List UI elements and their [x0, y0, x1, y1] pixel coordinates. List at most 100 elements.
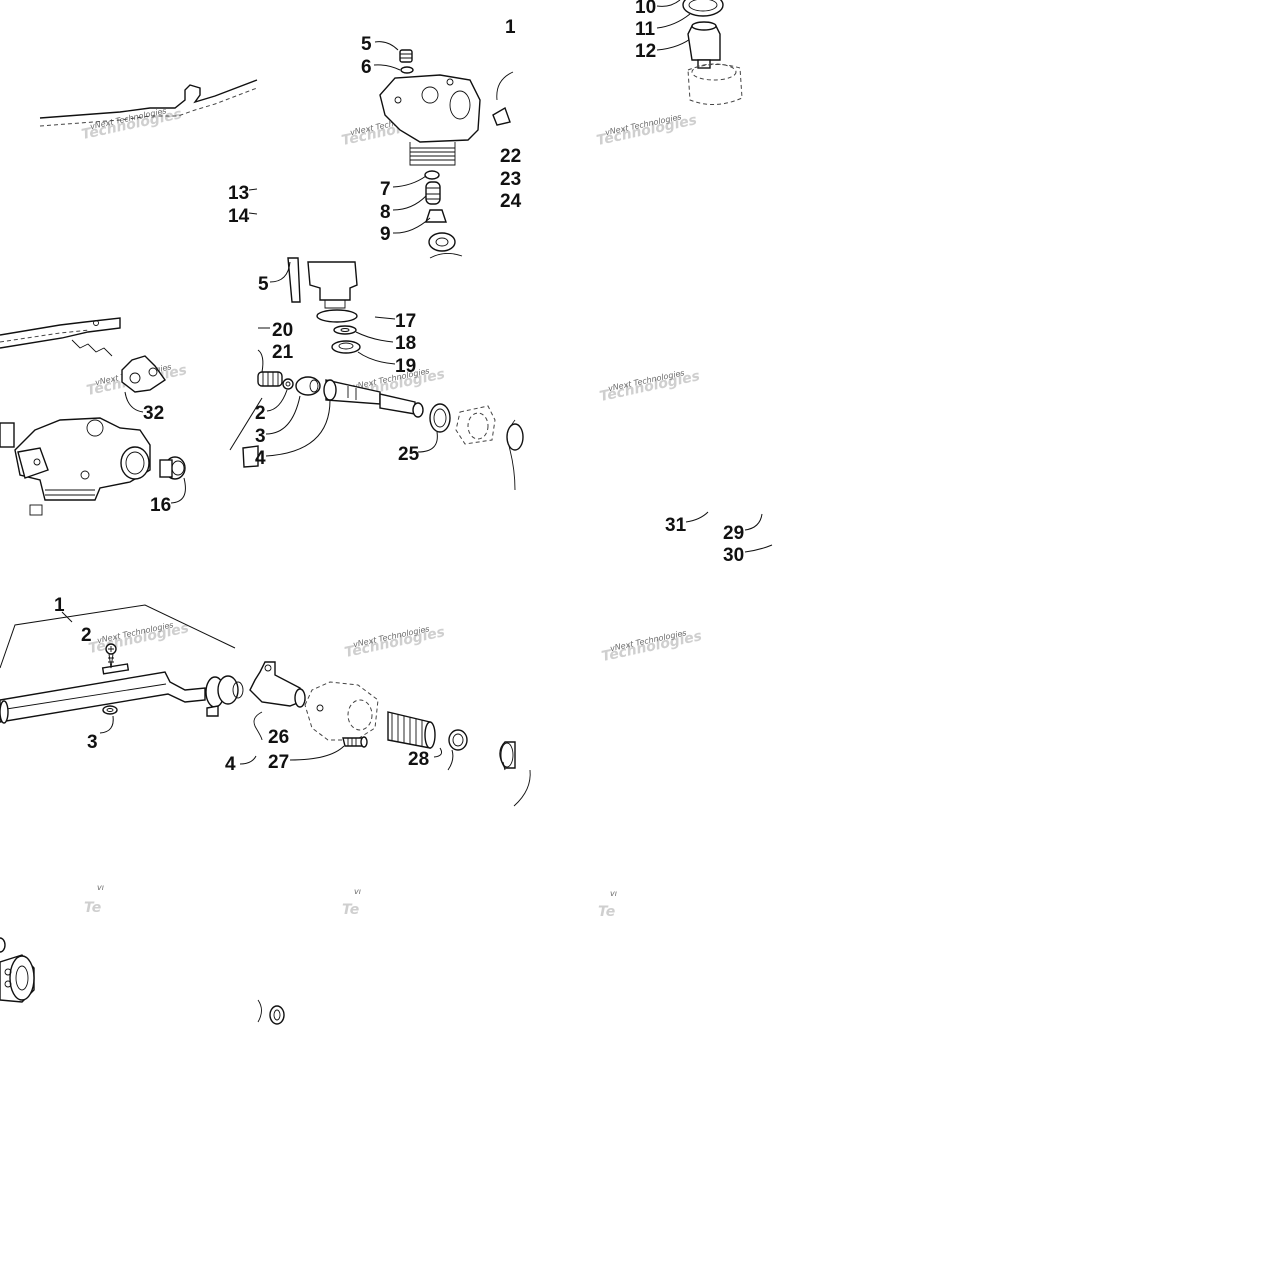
callout-25: 25: [398, 444, 420, 465]
watermark: Technologies vNext Technologies: [87, 620, 190, 657]
callout-12: 12: [635, 41, 656, 62]
control-rod: [0, 317, 121, 349]
pivot-line: [229, 397, 263, 451]
callout-6: 6: [361, 57, 372, 78]
ring-inner: [452, 733, 464, 747]
bracket-32: [121, 355, 166, 393]
bracket-hole: [148, 367, 158, 377]
watermark-partial-line1: vı: [610, 889, 617, 898]
watermark: Technologies vNext Technologies: [595, 112, 698, 149]
tile-row-2: [0, 257, 773, 553]
callout-13: 13: [228, 183, 249, 204]
assembly-bracket: [0, 604, 236, 669]
washer-18: [333, 325, 357, 335]
tile-row-3: [0, 604, 531, 807]
fitting-stem: [324, 300, 346, 309]
watermark: Technologies vNext Technologies: [598, 368, 701, 405]
callout-27: 27: [268, 752, 289, 773]
control-rod-dash: [0, 329, 91, 343]
leader-lines-row3: [99, 715, 506, 771]
watermark-partial-line2: Te: [84, 900, 101, 916]
washer-19-inner: [338, 342, 354, 350]
watermark-partial-line1: vı: [354, 887, 361, 896]
cable-5: [287, 257, 301, 303]
throttle-housing: [0, 417, 151, 516]
callout-11: 11: [635, 19, 656, 40]
screw-2: [105, 643, 117, 669]
watermark-partial: vı Te vı Te vı Te: [84, 883, 617, 920]
plug-part: [399, 49, 414, 74]
snap-ring-inner: [273, 1009, 281, 1021]
washer-17: [316, 309, 358, 323]
callout-10: 10: [635, 0, 656, 18]
yoke-end: [294, 688, 306, 708]
valve-body: [379, 74, 481, 166]
watermark-partial-line2: Te: [342, 902, 359, 918]
watermark-partial-line2: Te: [598, 904, 615, 920]
fitting-cone: [492, 106, 511, 126]
rod-spring: [71, 339, 113, 357]
watermark: Technologies vNext Technologies: [80, 106, 183, 143]
watermark: Technologies vNext Technologies: [600, 628, 703, 665]
callout-3: 3: [87, 732, 98, 753]
callout-labels: 5 6 1 13 14 7 8 9 22 23 24 10 11 12 5 20…: [54, 0, 744, 775]
callout-17: 17: [395, 311, 416, 332]
callout-24: 24: [500, 191, 522, 212]
callout-5: 5: [361, 34, 372, 55]
stacked-parts: [424, 170, 463, 259]
callout-22: 22: [500, 146, 521, 167]
cable-curve: [513, 769, 531, 807]
callout-19: 19: [395, 356, 416, 377]
callout-21: 21: [272, 342, 294, 363]
washer-19: [331, 340, 361, 354]
watermark-group: Technologies vNext Technologies Technolo…: [80, 106, 703, 920]
small-ring: [0, 937, 6, 953]
callout-4: 4: [255, 448, 266, 469]
clip-26: [253, 711, 263, 741]
callout-31: 31: [665, 515, 687, 536]
callout-29: 29: [723, 523, 744, 544]
callout-30: 30: [723, 545, 744, 566]
watermark: Technologies vNext Technologies: [343, 624, 446, 661]
callout-14: 14: [228, 206, 250, 227]
tile-row-1: [39, 0, 743, 259]
bracket-hole: [129, 372, 141, 384]
fitting-body: [307, 261, 358, 301]
clip-arc: [257, 999, 262, 1023]
callout-1: 1: [54, 595, 65, 616]
shaft-assembly: [257, 371, 524, 491]
tube-arc: [496, 71, 514, 101]
screw-27: [342, 736, 368, 748]
callout-16: 16: [150, 495, 171, 516]
bracket-rod-outline: [39, 87, 258, 127]
washer-3: [102, 705, 118, 715]
washer-18-hole: [340, 328, 350, 332]
washer-3-hole: [106, 708, 114, 712]
yoke-hole: [264, 664, 272, 672]
snap-ring: [269, 1005, 285, 1025]
callout-5: 5: [258, 274, 269, 295]
ring: [448, 729, 468, 751]
rod-hole: [93, 320, 99, 326]
nozzle-assembly: [682, 0, 743, 105]
callout-18: 18: [395, 333, 416, 354]
callout-9: 9: [380, 224, 391, 245]
callout-28: 28: [408, 749, 429, 770]
plate: [242, 445, 259, 468]
callout-20: 20: [272, 320, 293, 341]
spool-part: [0, 954, 35, 1003]
leader-lines-row2: [124, 261, 773, 553]
control-tube: [0, 663, 244, 724]
callout-23: 23: [500, 169, 521, 190]
callout-2: 2: [255, 403, 266, 424]
callout-1: 1: [505, 17, 516, 38]
callout-3: 3: [255, 426, 266, 447]
callout-32: 32: [143, 403, 164, 424]
callout-7: 7: [380, 179, 391, 200]
cup: [499, 741, 516, 769]
cap-16: [159, 456, 186, 480]
watermark-partial-line1: vı: [97, 883, 104, 892]
callout-4: 4: [225, 754, 236, 775]
cup-inner: [500, 742, 514, 768]
bracket-rod: [39, 79, 258, 119]
